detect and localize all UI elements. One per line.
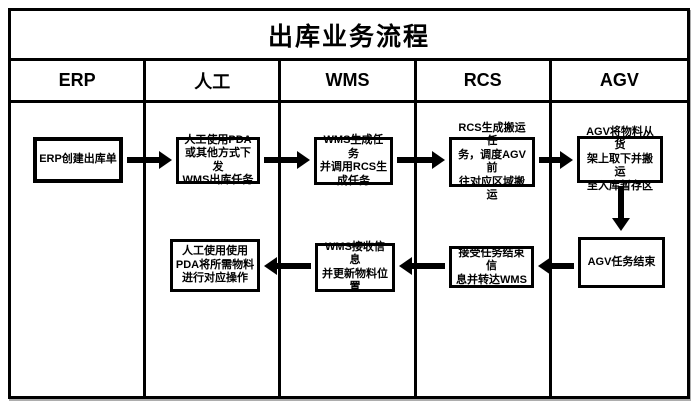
lane-body-erp [11,103,147,396]
lane-header-row: ERP 人工 WMS RCS AGV [11,61,687,103]
lane-body-manual [146,103,282,396]
lane-header-erp: ERP [11,61,147,100]
lane-body-row [11,103,687,396]
node-rcs-dispatch-agv: RCS生成搬运任 务，调度AGV前 往对应区域搬运 [449,122,535,201]
node-manual-issue-task: 人工使用PDA 或其他方式下发 WMS出库任务 [176,134,260,186]
node-wms-generate-task: WMS生成任务 并调用RCS生 成任务 [314,134,393,187]
node-rcs-receive-end: 接受任务结束信 息并转达WMS [449,246,534,288]
diagram-frame: 出库业务流程 ERP 人工 WMS RCS AGV [8,8,690,399]
lane-body-wms [281,103,417,396]
arrow-agv-transport-to-end [612,186,630,231]
lane-header-wms: WMS [281,61,417,100]
node-erp-create-order: ERP创建出库单 [33,137,123,183]
arrow-manual-to-wms [264,151,310,169]
page-title: 出库业务流程 [11,11,687,61]
lane-body-rcs [417,103,552,396]
arrow-rcs-to-wms [399,257,445,275]
arrow-wms-to-manual [264,257,311,275]
node-wms-update-location: WMS接收信息 并更新物料位 置 [315,241,395,293]
arrow-agv-to-rcs [538,257,574,275]
arrow-wms-to-rcs [397,151,445,169]
node-manual-operate: 人工使用使用 PDA将所需物料 进行对应操作 [170,239,260,292]
lane-header-rcs: RCS [417,61,552,100]
arrow-erp-to-manual [127,151,172,169]
lane-header-agv: AGV [599,70,639,90]
arrow-rcs-to-agv [539,151,573,169]
node-agv-task-end: AGV任务结束 [578,237,665,288]
lane-header-manual: 人工 [146,61,282,100]
node-agv-transport: AGV将物料从货 架上取下并搬运 至入库暂存区 [577,126,663,192]
